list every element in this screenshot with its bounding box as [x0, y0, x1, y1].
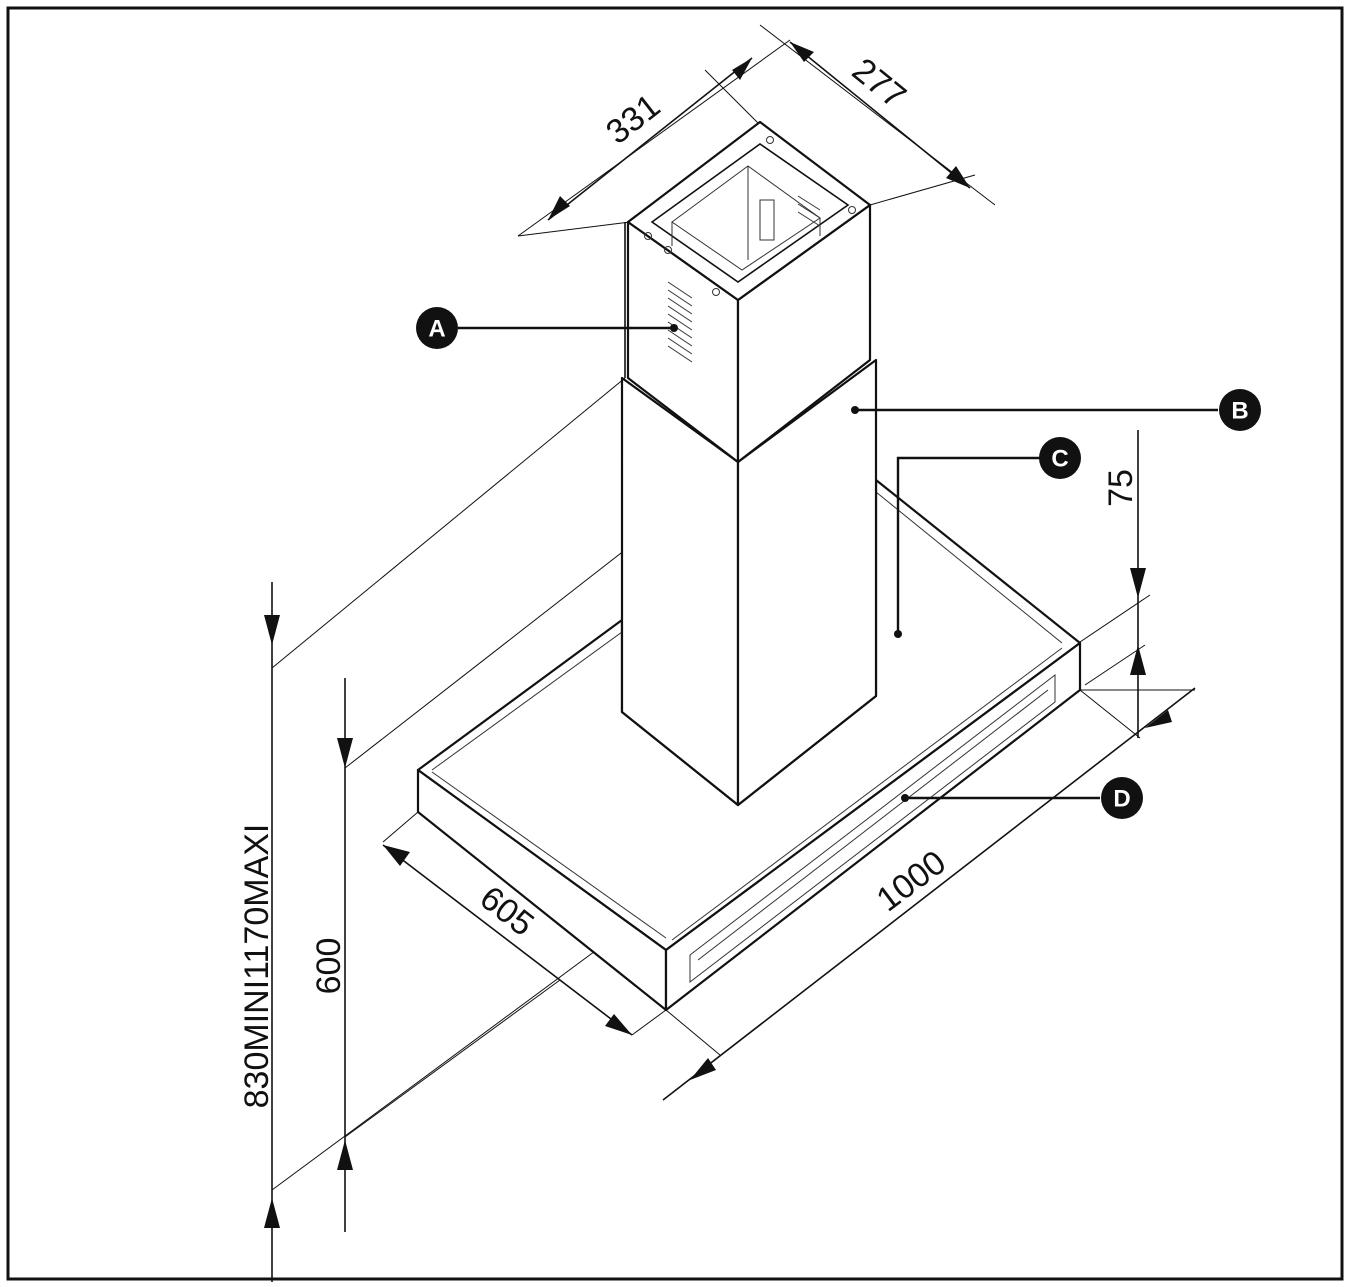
dim-277: 277 [845, 51, 913, 116]
dim-600: 600 [310, 938, 348, 995]
dim-75: 75 [1102, 469, 1140, 507]
callout-c: C [1039, 437, 1081, 479]
dim-830-1170: 830MINI1170MAXI [238, 824, 276, 1109]
dimension-lines [264, 41, 1196, 1282]
callout-d: D [1101, 777, 1143, 819]
drawing-frame [6, 6, 1344, 1281]
callout-b-label: B [1231, 398, 1248, 425]
callout-leaders [458, 324, 1218, 802]
chimney [620, 120, 878, 807]
dim-331: 331 [599, 87, 667, 152]
canopy [416, 478, 1082, 1012]
callout-b: B [1219, 389, 1261, 431]
callout-a-label: A [428, 316, 445, 343]
callout-a: A [416, 307, 458, 349]
callout-d-label: D [1113, 786, 1130, 813]
callout-c-label: C [1051, 446, 1068, 473]
